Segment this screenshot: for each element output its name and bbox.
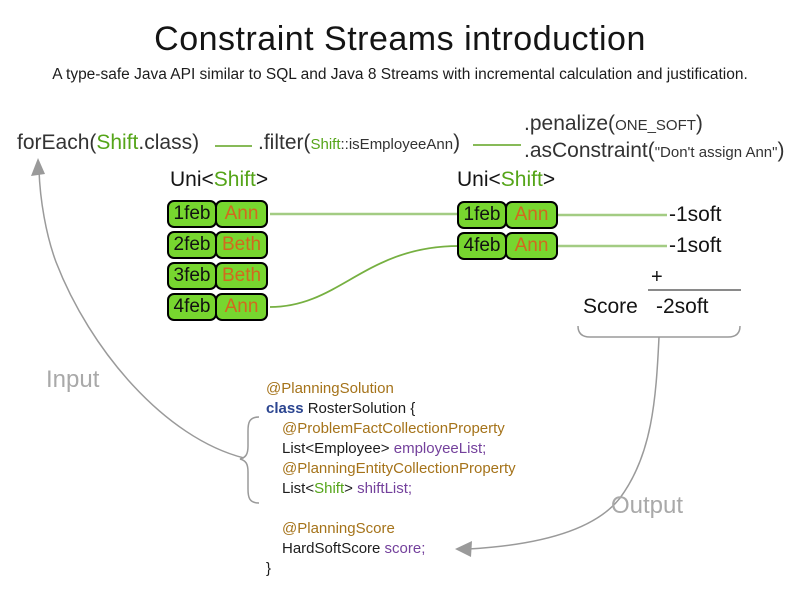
asconstraint-post: ) bbox=[777, 139, 785, 162]
input-label: Input bbox=[46, 366, 100, 393]
shift-class-ref: Shift bbox=[310, 136, 341, 153]
code-token-annotation: @PlanningEntityCollectionProperty bbox=[282, 460, 516, 477]
employee-cell: Beth bbox=[215, 231, 268, 259]
code-line: HardSoftScore score; bbox=[266, 539, 516, 559]
code-line: List<Shift> shiftList; bbox=[266, 479, 516, 499]
date-cell: 3feb bbox=[167, 262, 217, 290]
employee-cell: Beth bbox=[215, 262, 268, 290]
code-token-field: employeeList; bbox=[393, 440, 487, 457]
code-token-field: shiftList; bbox=[357, 480, 413, 497]
output-label: Output bbox=[611, 492, 684, 519]
score-label: Score bbox=[583, 295, 638, 318]
code-line: @PlanningSolution bbox=[266, 379, 516, 399]
input-table-type-label: Uni<Shift> bbox=[170, 168, 268, 192]
page-subtitle: A type-safe Java API similar to SQL and … bbox=[52, 66, 748, 83]
type-post: > bbox=[255, 168, 269, 191]
date-cell: 4feb bbox=[167, 293, 217, 321]
code-line: @PlanningScore bbox=[266, 519, 516, 539]
foreach-pre: forEach( bbox=[17, 131, 97, 154]
foreach-expression: forEach(Shift.class) bbox=[17, 131, 199, 155]
filter-post: ) bbox=[453, 131, 461, 154]
code-token-type: Shift bbox=[314, 480, 345, 497]
type-pre: Uni< bbox=[170, 168, 214, 191]
filter-method-ref: ::isEmployeeAnn bbox=[340, 136, 454, 153]
type-pre: Uni< bbox=[457, 168, 501, 191]
employee-cell: Ann bbox=[215, 293, 268, 321]
code-token-plain: List<Employee> bbox=[282, 440, 394, 457]
date-cell: 2feb bbox=[167, 231, 217, 259]
penalize-pre: .penalize( bbox=[524, 112, 616, 135]
shift-class-ref: Shift bbox=[500, 168, 543, 191]
code-line: @PlanningEntityCollectionProperty bbox=[266, 459, 516, 479]
asconstraint-expression: .asConstraint("Don't assign Ann") bbox=[524, 139, 784, 163]
filter-expression: .filter(Shift::isEmployeeAnn) bbox=[258, 131, 460, 155]
code-token-annotation: @PlanningScore bbox=[282, 520, 395, 537]
code-token-plain: HardSoftScore bbox=[282, 540, 385, 557]
shift-class-ref: Shift bbox=[96, 131, 139, 154]
page-title: Constraint Streams introduction bbox=[154, 20, 646, 58]
date-cell: 1feb bbox=[457, 201, 507, 229]
penalty-value: -1soft bbox=[669, 234, 722, 257]
code-line bbox=[266, 499, 516, 519]
filtered-table-type-label: Uni<Shift> bbox=[457, 168, 555, 192]
asconstraint-arg: "Don't assign Ann" bbox=[654, 144, 778, 161]
asconstraint-pre: .asConstraint( bbox=[524, 139, 655, 162]
code-token-plain: RosterSolution { bbox=[307, 400, 416, 417]
penalty-value: -1soft bbox=[669, 203, 722, 226]
penalize-arg: ONE_SOFT bbox=[615, 117, 696, 134]
plus-sign: + bbox=[651, 266, 663, 288]
code-line: @ProblemFactCollectionProperty bbox=[266, 419, 516, 439]
code-line: class RosterSolution { bbox=[266, 399, 516, 419]
type-post: > bbox=[542, 168, 556, 191]
code-token-plain: } bbox=[266, 560, 272, 577]
date-cell: 4feb bbox=[457, 232, 507, 260]
filter-pre: .filter( bbox=[258, 131, 311, 154]
code-line: } bbox=[266, 559, 516, 579]
employee-cell: Ann bbox=[215, 200, 268, 228]
code-token-field: score; bbox=[384, 540, 426, 557]
code-token-plain: > bbox=[344, 480, 358, 497]
foreach-post: .class) bbox=[138, 131, 200, 154]
code-token-keyword: class bbox=[266, 400, 308, 417]
code-token-annotation: @PlanningSolution bbox=[266, 380, 394, 397]
code-token-annotation: @ProblemFactCollectionProperty bbox=[282, 420, 505, 437]
shift-class-ref: Shift bbox=[213, 168, 256, 191]
penalize-expression: .penalize(ONE_SOFT) bbox=[524, 112, 703, 136]
date-cell: 1feb bbox=[167, 200, 217, 228]
code-line: List<Employee> employeeList; bbox=[266, 439, 516, 459]
penalize-post: ) bbox=[695, 112, 703, 135]
employee-cell: Ann bbox=[505, 232, 558, 260]
employee-cell: Ann bbox=[505, 201, 558, 229]
score-total-value: -2soft bbox=[656, 295, 709, 318]
code-token-plain: List< bbox=[282, 480, 315, 497]
